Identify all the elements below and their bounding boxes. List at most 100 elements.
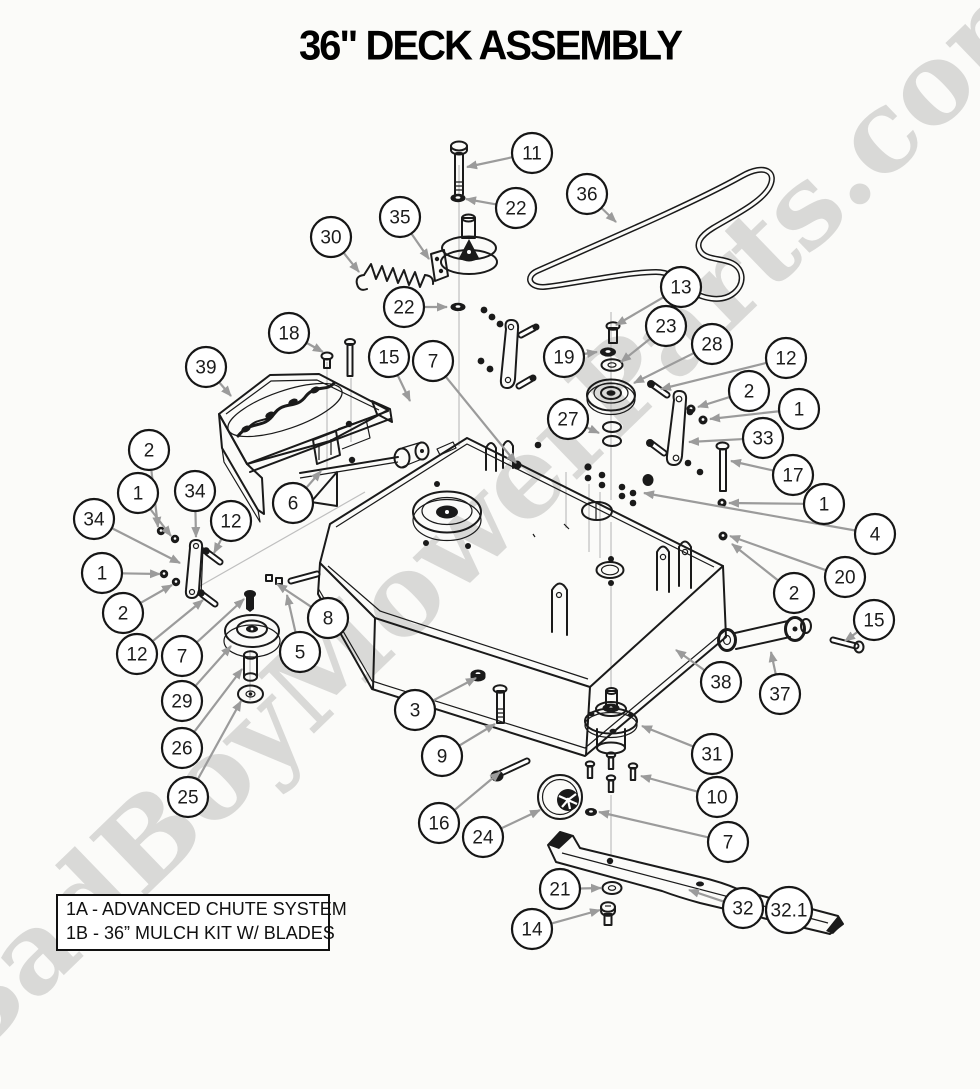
callout-circle-32.1 <box>764 885 814 935</box>
callout-9: 9 <box>420 734 464 778</box>
left-idler-arm-hardware <box>156 526 224 608</box>
leader-line-7 <box>444 375 517 464</box>
legend-box: 1A - ADVANCED CHUTE SYSTEM 1B - 36” MULC… <box>56 894 347 951</box>
callout-label-29: 29 <box>171 692 192 713</box>
callout-label-11: 11 <box>522 144 542 165</box>
exploded-parts-diagram: 1122363530221323192812213317142021518391… <box>72 131 897 951</box>
callout-10: 10 <box>695 775 739 819</box>
callout-circle-12 <box>209 499 253 543</box>
callout-circle-15 <box>852 598 896 642</box>
callout-14: 14 <box>510 907 554 951</box>
leader-line-1 <box>728 498 805 508</box>
callout-13: 13 <box>659 265 703 309</box>
callout-label-27: 27 <box>557 410 578 431</box>
spindle-assembly <box>584 687 639 816</box>
callout-circle-2 <box>127 428 171 472</box>
leader-line-6 <box>305 470 322 489</box>
callout-circle-7 <box>411 339 455 383</box>
idler-spring <box>355 263 435 291</box>
callout-label-16: 16 <box>428 814 449 835</box>
callout-23: 23 <box>644 304 688 348</box>
leader-line-1 <box>121 569 161 579</box>
callout-8: 8 <box>306 596 350 640</box>
callout-label-6: 6 <box>288 494 299 515</box>
leader-line-10 <box>640 774 699 793</box>
callout-circle-9 <box>420 734 464 778</box>
callout-39: 39 <box>184 345 228 389</box>
callout-7: 7 <box>706 820 750 864</box>
leader-line-5 <box>284 594 297 633</box>
callout-circle-25 <box>166 775 210 819</box>
leader-line-29 <box>194 645 232 687</box>
callout-label-34: 34 <box>184 482 206 503</box>
callout-label-1: 1 <box>97 564 108 585</box>
callout-label-15: 15 <box>378 348 399 369</box>
leader-line-39 <box>218 381 232 397</box>
callout-circle-37 <box>758 672 802 716</box>
callout-label-3: 3 <box>410 701 421 722</box>
deck-shell <box>310 306 727 757</box>
mower-blade <box>547 831 844 935</box>
leader-line-36 <box>600 207 617 223</box>
callout-label-1: 1 <box>133 484 144 505</box>
callout-4: 4 <box>853 512 897 556</box>
callout-36: 36 <box>565 172 609 216</box>
legend-line-2: 1B - 36” MULCH KIT W/ BLADES <box>66 922 335 943</box>
leader-line-11 <box>466 156 513 170</box>
callout-circle-10 <box>695 775 739 819</box>
spindle-pulley-stack <box>586 321 636 447</box>
leader-line-12 <box>660 361 767 391</box>
callout-28: 28 <box>690 322 734 366</box>
callout-circle-13 <box>659 265 703 309</box>
callout-circle-36 <box>565 172 609 216</box>
callout-38: 38 <box>699 660 743 704</box>
deck-hardware-dots <box>477 306 704 586</box>
leader-line-12 <box>151 599 204 643</box>
callout-label-7: 7 <box>723 833 734 854</box>
leader-line-17 <box>730 458 774 472</box>
callout-label-10: 10 <box>706 788 727 809</box>
callout-circle-15 <box>367 335 411 379</box>
callout-label-38: 38 <box>710 673 731 694</box>
callout-label-21: 21 <box>549 880 570 901</box>
leader-line-30 <box>342 251 360 273</box>
leader-line-28 <box>633 351 695 384</box>
gauge-wheel <box>490 757 583 820</box>
leader-line-23 <box>620 337 652 363</box>
right-idler-arm-hardware <box>642 380 730 541</box>
callout-22: 22 <box>382 285 426 329</box>
leader-line-25 <box>196 700 242 781</box>
callout-22: 22 <box>494 186 538 230</box>
callout-circle-33 <box>741 416 785 460</box>
lower-idler-pulley-group <box>223 570 321 704</box>
leader-line-3 <box>432 677 477 702</box>
callout-1: 1 <box>80 551 124 595</box>
callout-1: 1 <box>802 482 846 526</box>
callout-circle-30 <box>309 215 353 259</box>
callout-12: 12 <box>764 336 808 380</box>
callout-6: 6 <box>271 481 315 525</box>
callout-circle-1 <box>80 551 124 595</box>
callout-32.1: 32.1 <box>764 885 814 935</box>
leader-line-19 <box>583 349 598 358</box>
leader-line-34 <box>111 527 181 564</box>
callout-circle-1 <box>116 471 160 515</box>
callout-label-20: 20 <box>834 568 855 589</box>
leader-line-16 <box>453 771 501 812</box>
callout-circle-21 <box>538 867 582 911</box>
callout-label-12: 12 <box>220 512 241 533</box>
callout-27: 27 <box>546 397 590 441</box>
callout-label-2: 2 <box>744 382 755 403</box>
leader-line-20 <box>729 534 827 572</box>
callout-24: 24 <box>461 815 505 859</box>
callout-label-15: 15 <box>863 611 884 632</box>
legend-line-1: 1A - ADVANCED CHUTE SYSTEM <box>66 899 347 919</box>
callout-label-25: 25 <box>177 788 198 809</box>
callout-label-2: 2 <box>789 584 800 605</box>
callout-circle-7 <box>706 820 750 864</box>
callout-17: 17 <box>771 453 815 497</box>
callout-34: 34 <box>72 497 116 541</box>
callout-circle-12 <box>115 632 159 676</box>
leader-line-13 <box>615 296 665 326</box>
callout-label-35: 35 <box>389 208 410 229</box>
